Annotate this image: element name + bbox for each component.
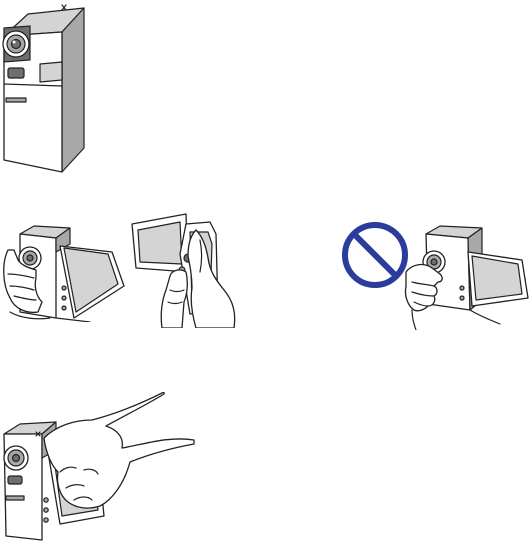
camcorder-closed-icon [0,0,90,175]
hand-holding-camcorder-icon [0,222,130,322]
hand-closing-lcd-icon [0,392,200,542]
lcd-close-figure [0,392,200,542]
prohibited-hold-icon [340,220,531,330]
prohibit-icon [345,225,405,285]
hold-left-hand-figure [0,222,130,322]
camcorder-closed-figure [0,0,90,175]
wrong-hold-figure [340,220,531,330]
hold-lcd-grip-figure [130,210,250,328]
hand-gripping-lcd-icon [130,210,250,328]
